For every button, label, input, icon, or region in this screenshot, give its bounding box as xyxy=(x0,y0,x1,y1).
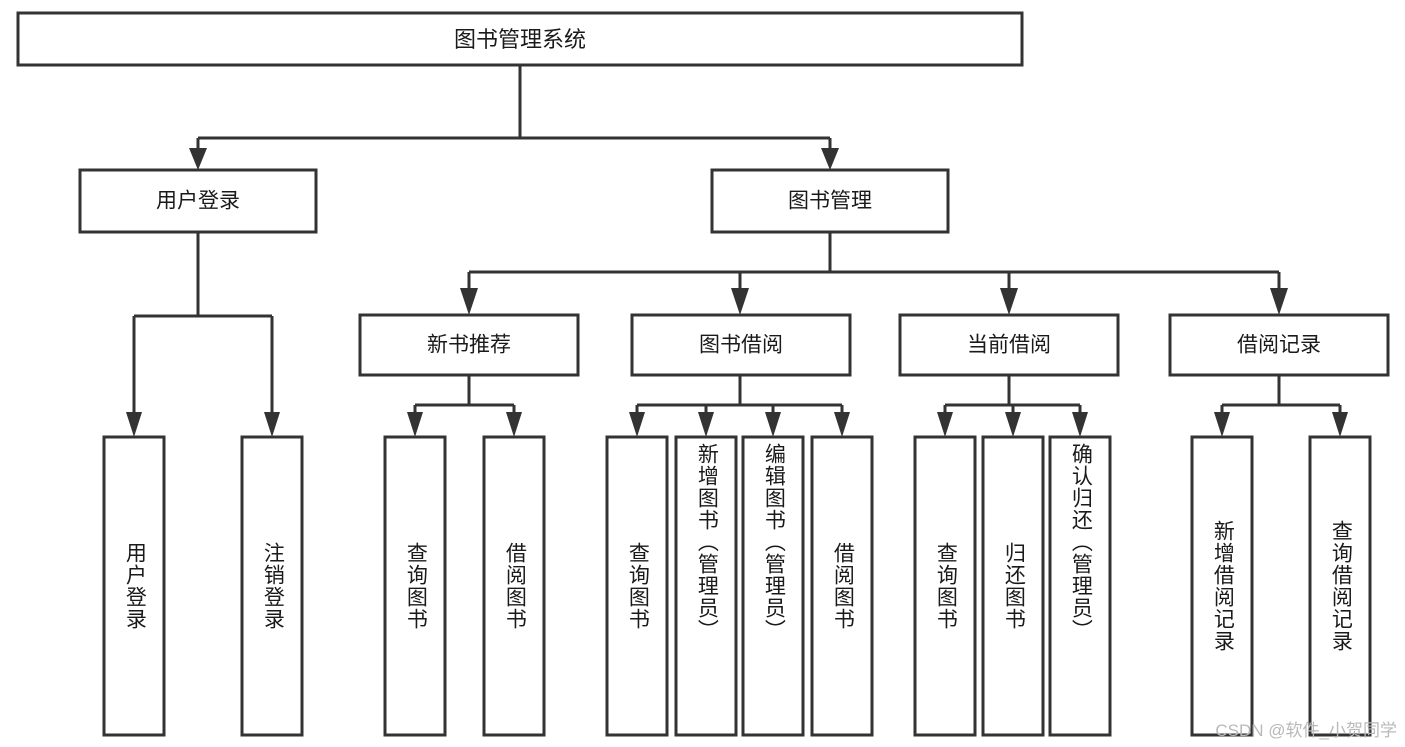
arrow-head-leaf-add-book xyxy=(698,412,714,437)
node-user-login[interactable]: 用户登录 xyxy=(78,168,318,234)
leaf-box-leaf-user-login[interactable] xyxy=(102,435,166,737)
node-book-borrow-label: 图书借阅 xyxy=(699,334,783,357)
leaf-box-leaf-query-record[interactable] xyxy=(1308,435,1372,737)
arrow-head-leaf-query-book-1 xyxy=(407,412,423,437)
node-book-management-label: 图书管理 xyxy=(788,190,872,213)
arrow-head-leaf-borrow-book-1 xyxy=(506,412,522,437)
node-new-book-recommend[interactable]: 新书推荐 xyxy=(358,313,580,377)
node-current-borrow-box[interactable] xyxy=(898,313,1120,377)
arrow-head-leaf-query-book-2 xyxy=(629,412,645,437)
arrow-head-leaf-user-login xyxy=(126,412,142,437)
node-current-borrow[interactable]: 当前借阅 xyxy=(898,313,1120,377)
node-book-borrow-box[interactable] xyxy=(630,313,852,377)
node-book-management[interactable]: 图书管理 xyxy=(710,168,950,234)
node-title-box[interactable] xyxy=(16,11,1024,67)
node-new-book-recommend-label: 新书推荐 xyxy=(427,334,511,357)
leaf-box-leaf-return-book[interactable] xyxy=(981,435,1045,737)
leaf-box-leaf-add-record[interactable] xyxy=(1190,435,1254,737)
connector-group-borrow-record xyxy=(1214,375,1348,437)
leaf-box-leaf-logout-login[interactable] xyxy=(240,435,304,737)
node-borrow-record-label: 借阅记录 xyxy=(1237,334,1321,357)
leaf-box-leaf-add-book[interactable] xyxy=(674,435,738,737)
leaf-box-leaf-query-book-2[interactable] xyxy=(605,435,669,737)
node-user-login-box[interactable] xyxy=(78,168,318,234)
arrow-head-book-management xyxy=(821,148,839,170)
node-borrow-record-box[interactable] xyxy=(1168,313,1390,377)
arrow-head-leaf-logout-login xyxy=(264,412,280,437)
node-current-borrow-label: 当前借阅 xyxy=(967,334,1051,357)
node-user-login-label: 用户登录 xyxy=(156,190,240,213)
leaf-box-leaf-query-book-1[interactable] xyxy=(383,435,447,737)
connector-group-user-login xyxy=(126,232,280,437)
arrow-head-leaf-query-book-3 xyxy=(937,412,953,437)
leaf-box-leaf-borrow-book-1[interactable] xyxy=(482,435,546,737)
leaf-box-leaf-query-book-3[interactable] xyxy=(913,435,977,737)
node-new-book-recommend-box[interactable] xyxy=(358,313,580,377)
arrow-head-borrow-record xyxy=(1270,288,1288,315)
connector-group-root xyxy=(189,65,839,170)
arrow-head-leaf-return-book xyxy=(1005,412,1021,437)
connector-group-current-borrow xyxy=(937,375,1088,437)
arrow-head-leaf-query-record xyxy=(1332,412,1348,437)
node-title[interactable]: 图书管理系统 xyxy=(16,11,1024,67)
leaf-box-leaf-borrow-book-2[interactable] xyxy=(810,435,874,737)
arrow-head-leaf-confirm-return xyxy=(1072,412,1088,437)
connector-group-book-borrow xyxy=(629,375,850,437)
connector-group-new-book-recommend xyxy=(407,375,522,437)
arrow-head-book-borrow xyxy=(731,288,749,315)
arrow-head-leaf-borrow-book-2 xyxy=(834,412,850,437)
node-title-label: 图书管理系统 xyxy=(454,27,586,52)
arrow-head-current-borrow xyxy=(1000,288,1018,315)
arrow-head-new-book-recommend xyxy=(460,288,478,315)
leaf-box-group xyxy=(102,435,1372,737)
connector-group-book-management xyxy=(460,232,1288,315)
node-borrow-record[interactable]: 借阅记录 xyxy=(1168,313,1390,377)
leaf-box-leaf-edit-book[interactable] xyxy=(741,435,805,737)
arrow-head-leaf-edit-book xyxy=(765,412,781,437)
node-book-management-box[interactable] xyxy=(710,168,950,234)
arrow-head-user-login xyxy=(189,148,207,170)
arrow-head-leaf-add-record xyxy=(1214,412,1230,437)
leaf-box-leaf-confirm-return[interactable] xyxy=(1048,435,1112,737)
node-book-borrow[interactable]: 图书借阅 xyxy=(630,313,852,377)
